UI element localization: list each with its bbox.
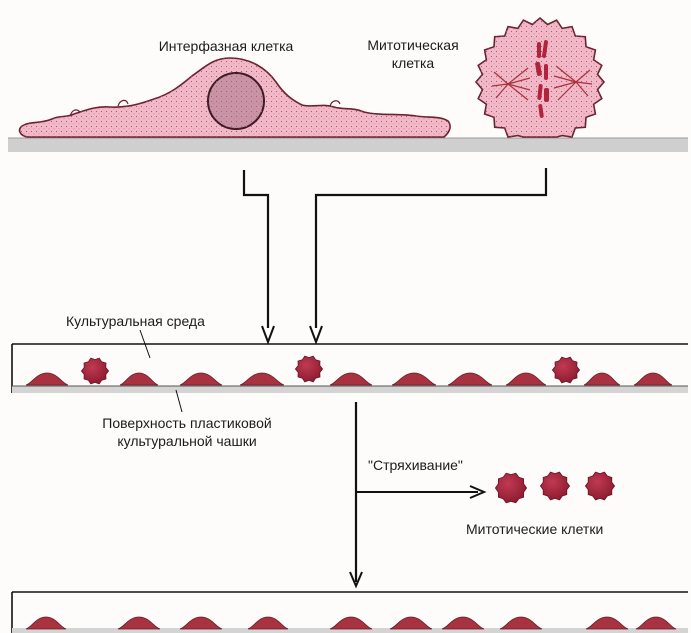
culture-medium-label: Культуральная среда — [66, 312, 205, 330]
flat-cell — [180, 373, 222, 385]
flat-cell — [390, 617, 432, 629]
culture-dish-1 — [12, 344, 688, 393]
flat-cell — [636, 617, 676, 629]
mitotic-cell-round — [295, 356, 322, 382]
flat-cell — [26, 617, 66, 629]
flat-cell — [442, 617, 484, 629]
mitotic-cells-label: Митотические клетки — [466, 520, 603, 538]
flat-cell — [634, 373, 672, 385]
arrowhead-mitotic — [310, 326, 322, 342]
flat-cell — [330, 617, 372, 629]
flat-cell — [26, 373, 68, 385]
mitotic-cell — [476, 18, 604, 137]
detached-mitotic-cell — [495, 473, 526, 503]
arrow-lines — [244, 168, 546, 328]
mitotic-cell-round — [81, 358, 108, 384]
detached-mitotic-cell — [585, 472, 614, 500]
detached-mitotic-cell — [540, 472, 569, 500]
mitotic-cell-label-line2: клетка — [348, 54, 478, 72]
flat-cell — [240, 373, 284, 385]
flat-cell — [500, 617, 542, 629]
flat-cell — [180, 617, 222, 629]
mitotic-cell-label-line1: Митотическая — [348, 36, 478, 54]
mitotic-cell-round — [552, 357, 579, 383]
surface-pointer — [176, 390, 182, 412]
flat-cell — [120, 373, 158, 385]
flat-cell — [506, 373, 546, 385]
flat-cell — [448, 373, 492, 385]
flat-cell — [330, 373, 372, 385]
flat-cell — [248, 617, 288, 629]
flat-cell — [584, 373, 620, 385]
flat-cell — [392, 373, 436, 385]
top-culture-surface — [8, 138, 688, 152]
flat-cell — [586, 617, 628, 629]
interphase-cell-label: Интерфазная клетка — [136, 37, 316, 55]
dish-surface-label-line1: Поверхность пластиковой — [72, 414, 302, 432]
arrowhead-interphase — [262, 326, 274, 342]
flat-cell — [118, 617, 160, 629]
dish-surface-label-line2: культуральной чашки — [72, 432, 302, 450]
shaking-label: "Стряхивание" — [368, 456, 463, 474]
